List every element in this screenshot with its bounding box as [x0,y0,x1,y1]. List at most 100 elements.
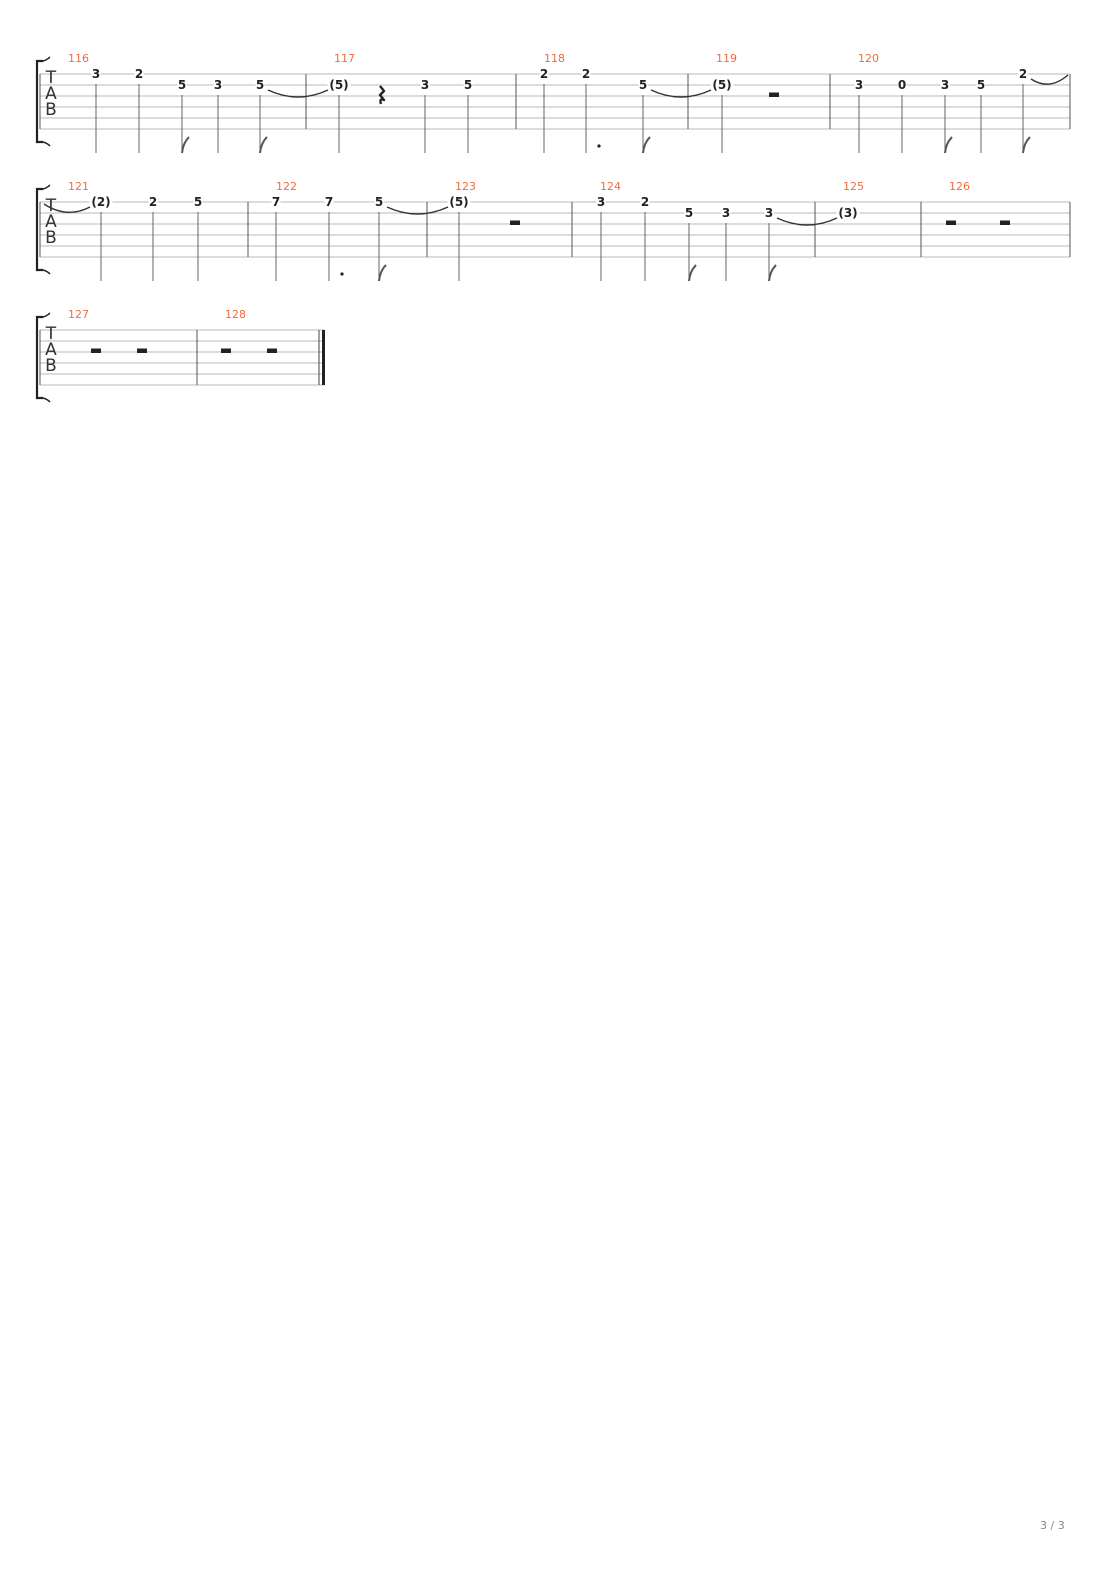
fret-number: (5) [449,195,468,209]
fret-number: (3) [838,206,857,220]
fret-number: 3 [214,78,222,92]
eighth-flag [181,136,190,154]
fret-knockout [638,79,648,90]
fret-knockout [640,196,650,207]
eighth-flag [1022,136,1031,154]
fret-number: 0 [898,78,906,92]
tie [43,203,91,213]
fret-knockout [463,79,473,90]
fret-knockout [596,196,606,207]
fret-number: 7 [272,195,280,209]
fret-number: 3 [597,195,605,209]
half-rest [137,348,147,353]
eighth-flag [688,264,697,282]
fret-number: 5 [464,78,472,92]
fret-number: (5) [329,78,348,92]
fret-number: 3 [421,78,429,92]
fret-number: 2 [1019,67,1027,81]
duration-dot [340,272,344,276]
half-rest [1000,220,1010,225]
fret-knockout [836,207,860,218]
eighth-flag [378,264,387,282]
tab-clef-letter: B [45,100,57,120]
system-bracket [35,59,43,144]
tab-clef-letter: T [45,196,57,216]
fret-number: 5 [178,78,186,92]
fret-knockout [710,79,734,90]
fret-knockout [213,79,223,90]
fret-knockout [940,79,950,90]
page-number: 3 / 3 [1040,1519,1065,1532]
fret-knockout [177,79,187,90]
fret-knockout [324,196,334,207]
fret-number: 3 [722,206,730,220]
tab-clef-letter: A [45,340,57,360]
system-bracket [35,315,43,400]
measure-number: 121 [68,180,89,193]
tab-clef-letter: A [45,212,57,232]
measure-number: 123 [455,180,476,193]
tab-clef-letter: T [45,324,57,344]
fret-knockout [89,196,113,207]
fret-number: 5 [375,195,383,209]
fret-number: 5 [256,78,264,92]
duration-dot [597,144,601,148]
fret-knockout [271,196,281,207]
measure-number: 116 [68,52,89,65]
measure-number: 119 [716,52,737,65]
tab-clef-letter: B [45,356,57,376]
tie [650,89,712,98]
fret-knockout [1018,68,1028,79]
quarter-rest [378,85,386,105]
tie [1030,74,1069,85]
eighth-flag [642,136,651,154]
eighth-flag [944,136,953,154]
tab-clef-letter: T [45,68,57,88]
final-barline-thick [322,330,325,385]
fret-knockout [684,207,694,218]
half-rest [946,220,956,225]
tab-clef-letter: A [45,84,57,104]
fret-knockout [327,79,351,90]
tie [267,89,329,98]
fret-number: 3 [941,78,949,92]
fret-number: 5 [639,78,647,92]
fret-number: 2 [641,195,649,209]
fret-knockout [374,196,384,207]
fret-number: 2 [582,67,590,81]
half-rest [91,348,101,353]
half-rest [267,348,277,353]
fret-knockout [854,79,864,90]
fret-knockout [134,68,144,79]
fret-knockout [764,207,774,218]
fret-number: (5) [712,78,731,92]
fret-knockout [447,196,471,207]
measure-number: 125 [843,180,864,193]
fret-number: 7 [325,195,333,209]
fret-number: 5 [685,206,693,220]
measure-number: 127 [68,308,89,321]
fret-knockout [91,68,101,79]
fret-knockout [148,196,158,207]
fret-knockout [897,79,907,90]
half-rest [221,348,231,353]
half-rest [769,92,779,97]
measure-number: 122 [276,180,297,193]
fret-knockout [539,68,549,79]
fret-number: 3 [855,78,863,92]
tie [776,217,838,226]
fret-knockout [255,79,265,90]
fret-knockout [976,79,986,90]
fret-knockout [193,196,203,207]
fret-number: 2 [540,67,548,81]
fret-knockout [721,207,731,218]
fret-number: 3 [765,206,773,220]
fret-number: 5 [977,78,985,92]
system-bracket-tip [42,184,51,275]
fret-knockout [420,79,430,90]
fret-number: 3 [92,67,100,81]
measure-number: 120 [858,52,879,65]
measure-number: 124 [600,180,621,193]
fret-number: 2 [135,67,143,81]
